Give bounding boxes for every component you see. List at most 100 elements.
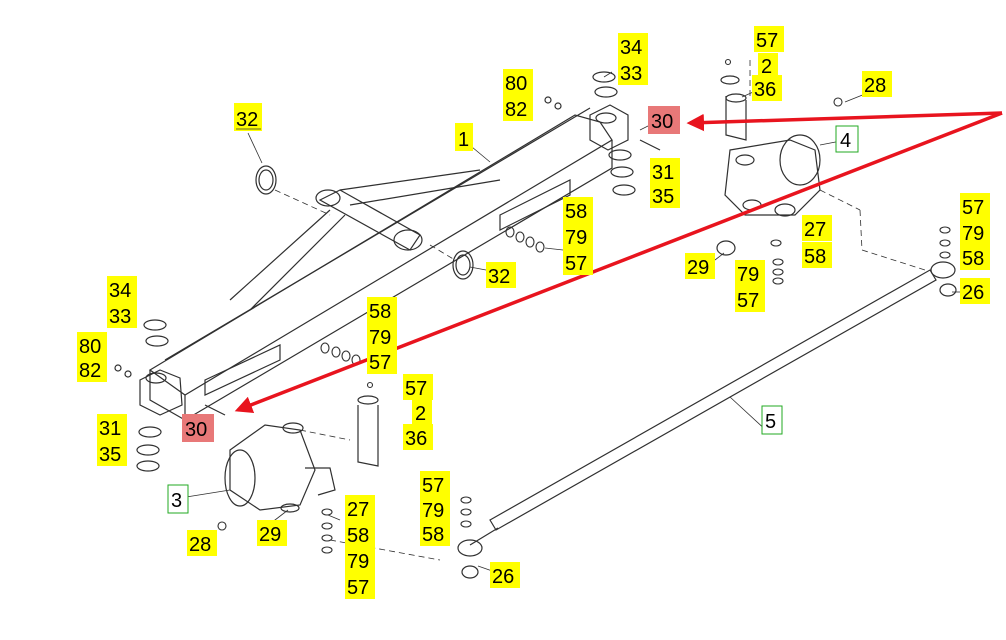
callout-31: 31 — [650, 158, 680, 184]
callout-58: 58 — [345, 521, 375, 547]
callout-35: 35 — [97, 440, 127, 466]
callout-57: 57 — [345, 573, 375, 599]
svg-text:79: 79 — [347, 551, 369, 573]
svg-text:1: 1 — [458, 129, 469, 151]
svg-text:34: 34 — [109, 280, 131, 302]
bolt-stacks — [217, 58, 951, 554]
tie-rod — [457, 261, 957, 579]
svg-text:30: 30 — [185, 419, 207, 441]
steering-knuckle-right — [716, 134, 821, 256]
svg-text:26: 26 — [962, 282, 984, 304]
callout-79: 79 — [420, 496, 450, 522]
axle-beam — [139, 104, 629, 422]
callout-79: 79 — [563, 223, 593, 249]
callout-28: 28 — [862, 71, 892, 97]
callout-29: 29 — [257, 520, 287, 546]
callout-57: 57 — [563, 249, 593, 275]
callout-26: 26 — [490, 562, 520, 588]
svg-text:58: 58 — [962, 248, 984, 270]
callout-79: 79 — [960, 219, 990, 245]
callout-labels: 32 1 80 82 34 33 30 31 35 57 2 36 28 4 5… — [77, 26, 990, 599]
svg-text:58: 58 — [804, 246, 826, 268]
svg-text:36: 36 — [405, 428, 427, 450]
svg-text:2: 2 — [415, 403, 426, 425]
svg-text:57: 57 — [962, 197, 984, 219]
callout-58: 58 — [802, 242, 832, 268]
callout-32: 32 — [234, 103, 262, 131]
svg-text:80: 80 — [505, 73, 527, 95]
callout-58: 58 — [960, 244, 990, 270]
callout-5: 5 — [761, 405, 783, 435]
svg-text:36: 36 — [754, 79, 776, 101]
svg-text:79: 79 — [737, 264, 759, 286]
svg-text:80: 80 — [79, 336, 101, 358]
callout-26: 26 — [960, 278, 990, 304]
svg-text:33: 33 — [620, 63, 642, 85]
callout-31: 31 — [97, 414, 127, 440]
svg-text:79: 79 — [962, 223, 984, 245]
callout-79: 79 — [367, 323, 397, 349]
callout-36: 36 — [752, 75, 782, 101]
callout-58: 58 — [563, 197, 593, 223]
callout-32: 32 — [486, 262, 516, 288]
svg-text:58: 58 — [347, 525, 369, 547]
svg-text:79: 79 — [565, 227, 587, 249]
svg-text:2: 2 — [761, 56, 772, 78]
svg-text:33: 33 — [109, 306, 131, 328]
svg-text:31: 31 — [652, 162, 674, 184]
svg-text:32: 32 — [488, 266, 510, 288]
svg-text:57: 57 — [737, 290, 759, 312]
callout-27: 27 — [802, 215, 832, 241]
callout-2: 2 — [412, 400, 432, 425]
steering-knuckle-left — [224, 422, 336, 513]
callout-36: 36 — [403, 424, 433, 450]
svg-text:57: 57 — [347, 577, 369, 599]
callout-57: 57 — [735, 286, 765, 312]
svg-text:30: 30 — [651, 111, 673, 133]
svg-text:29: 29 — [259, 524, 281, 546]
svg-text:32: 32 — [236, 109, 258, 131]
callout-29: 29 — [685, 253, 715, 279]
callout-82: 82 — [503, 95, 533, 121]
callout-80: 80 — [77, 332, 107, 358]
svg-text:82: 82 — [505, 99, 527, 121]
svg-text:3: 3 — [171, 490, 182, 512]
svg-text:57: 57 — [422, 475, 444, 497]
svg-text:31: 31 — [99, 418, 121, 440]
callout-80: 80 — [503, 69, 533, 95]
callout-82: 82 — [77, 356, 107, 382]
svg-text:29: 29 — [687, 257, 709, 279]
svg-text:58: 58 — [422, 524, 444, 546]
callout-57: 57 — [420, 471, 450, 497]
svg-text:27: 27 — [347, 499, 369, 521]
callout-35: 35 — [650, 182, 680, 208]
svg-text:58: 58 — [369, 301, 391, 323]
callout-33: 33 — [618, 59, 648, 85]
svg-text:79: 79 — [369, 327, 391, 349]
callout-58: 58 — [420, 520, 450, 546]
svg-text:79: 79 — [422, 500, 444, 522]
svg-text:58: 58 — [565, 201, 587, 223]
callout-3: 3 — [167, 484, 189, 514]
callout-34: 34 — [107, 276, 137, 302]
callout-57: 57 — [403, 374, 433, 400]
callout-34: 34 — [618, 33, 648, 59]
callout-27: 27 — [345, 495, 375, 521]
svg-text:57: 57 — [565, 253, 587, 275]
svg-text:26: 26 — [492, 566, 514, 588]
callout-2: 2 — [758, 53, 778, 78]
callout-4: 4 — [835, 125, 859, 153]
callout-33: 33 — [107, 302, 137, 328]
svg-text:34: 34 — [620, 37, 642, 59]
callout-28: 28 — [187, 530, 217, 556]
svg-text:28: 28 — [189, 534, 211, 556]
svg-text:4: 4 — [840, 130, 851, 152]
svg-text:35: 35 — [652, 186, 674, 208]
callout-79: 79 — [735, 260, 765, 286]
callout-58: 58 — [367, 297, 397, 323]
callout-57: 57 — [960, 193, 990, 219]
svg-text:28: 28 — [864, 75, 886, 97]
callout-79: 79 — [345, 547, 375, 573]
